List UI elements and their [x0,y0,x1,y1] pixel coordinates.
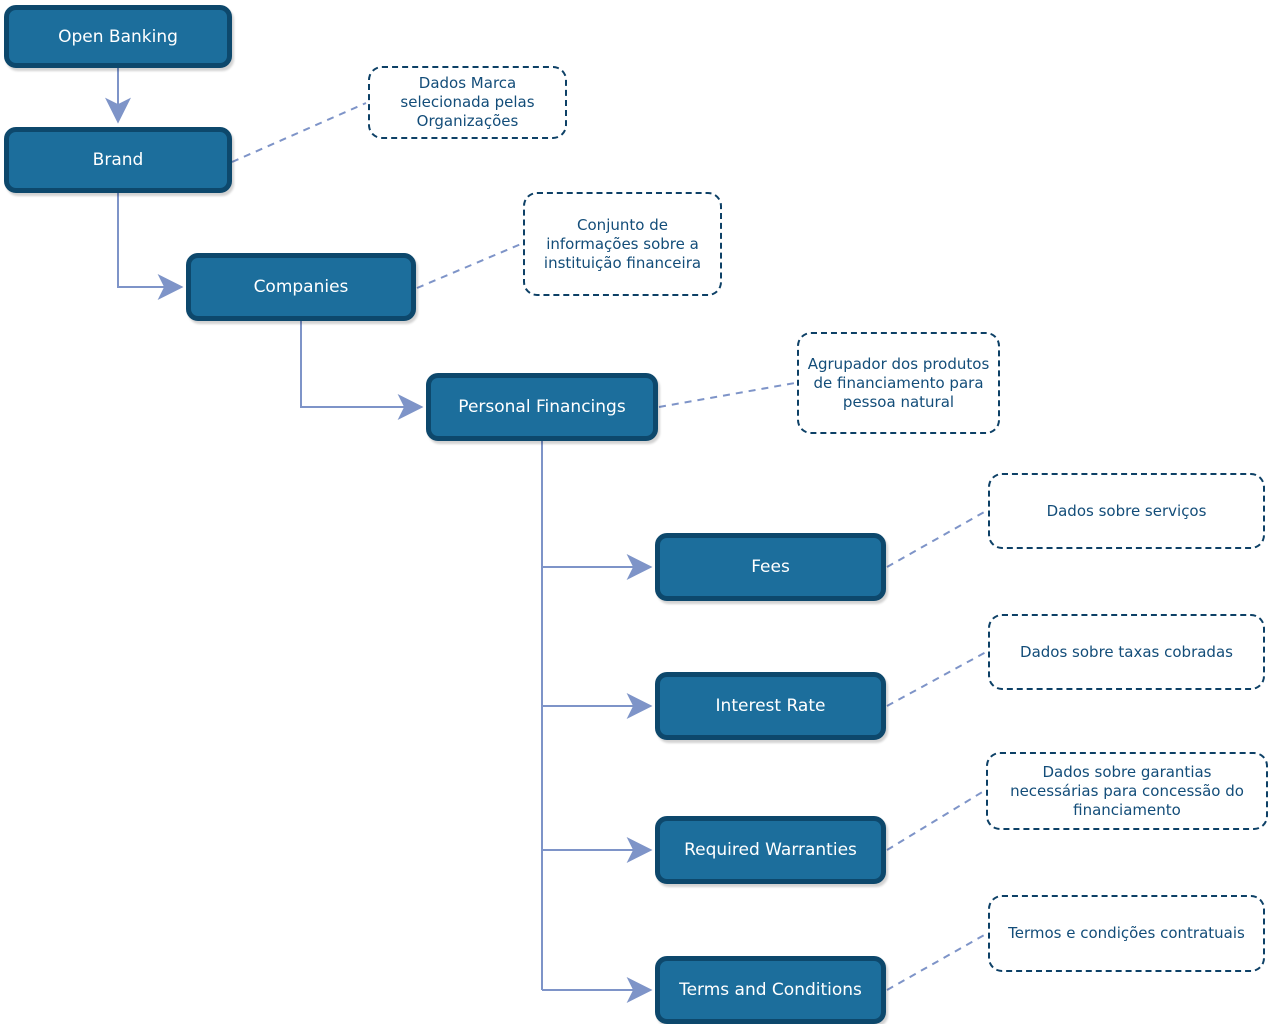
node-fees[interactable]: Fees [655,533,886,601]
node-brand[interactable]: Brand [4,127,232,193]
annotation-text: Dados sobre garantias necessárias para c… [1010,762,1244,819]
node-label: Fees [751,557,790,577]
node-required-warranties[interactable]: Required Warranties [655,816,886,884]
annotation-brand[interactable]: Dados Marca selecionada pelas Organizaçõ… [368,66,567,139]
annotation-terms-and-conditions[interactable]: Termos e condições contratuais [988,895,1265,972]
annotation-interest-rate[interactable]: Dados sobre taxas cobradas [988,614,1265,690]
node-personal-financings[interactable]: Personal Financings [426,373,658,441]
node-terms-and-conditions[interactable]: Terms and Conditions [655,956,886,1024]
dashed-connector-fees-annotation [886,510,987,568]
dashed-connector-personalfinancings-annotation [658,382,796,408]
node-label: Required Warranties [684,840,857,860]
annotation-text: Dados Marca selecionada pelas Organizaçõ… [400,74,535,130]
annotation-personal-financings[interactable]: Agrupador dos produtos de financiamento … [797,332,1000,434]
annotation-text: Agrupador dos produtos de financiamento … [807,354,990,411]
node-open-banking[interactable]: Open Banking [4,5,232,68]
annotation-text: Conjunto de informações sobre a institui… [543,215,702,272]
node-label: Personal Financings [458,397,626,417]
dashed-connector-companies-annotation [416,243,522,289]
annotation-required-warranties[interactable]: Dados sobre garantias necessárias para c… [986,752,1268,830]
annotation-text: Termos e condições contratuais [1008,924,1245,942]
node-label: Terms and Conditions [679,980,862,1000]
node-label: Interest Rate [715,696,826,716]
dashed-connector-termsandconditions-annotation [886,933,987,991]
node-label: Companies [253,277,349,297]
annotation-fees[interactable]: Dados sobre serviços [988,473,1265,549]
dashed-connector-brand-annotation [231,102,367,163]
connector-brand-companies [117,193,184,300]
node-label: Brand [92,150,144,170]
node-companies[interactable]: Companies [186,253,416,321]
annotation-companies[interactable]: Conjunto de informações sobre a institui… [523,192,722,296]
dashed-connector-requiredwarranties-annotation [886,790,985,851]
annotation-text: Dados sobre taxas cobradas [1020,642,1233,661]
dashed-connector-interestrate-annotation [886,651,987,707]
node-interest-rate[interactable]: Interest Rate [655,672,886,740]
connector-companies-personalfinancings [300,321,424,420]
annotation-text: Dados sobre serviços [1046,501,1207,520]
node-label: Open Banking [58,26,178,47]
